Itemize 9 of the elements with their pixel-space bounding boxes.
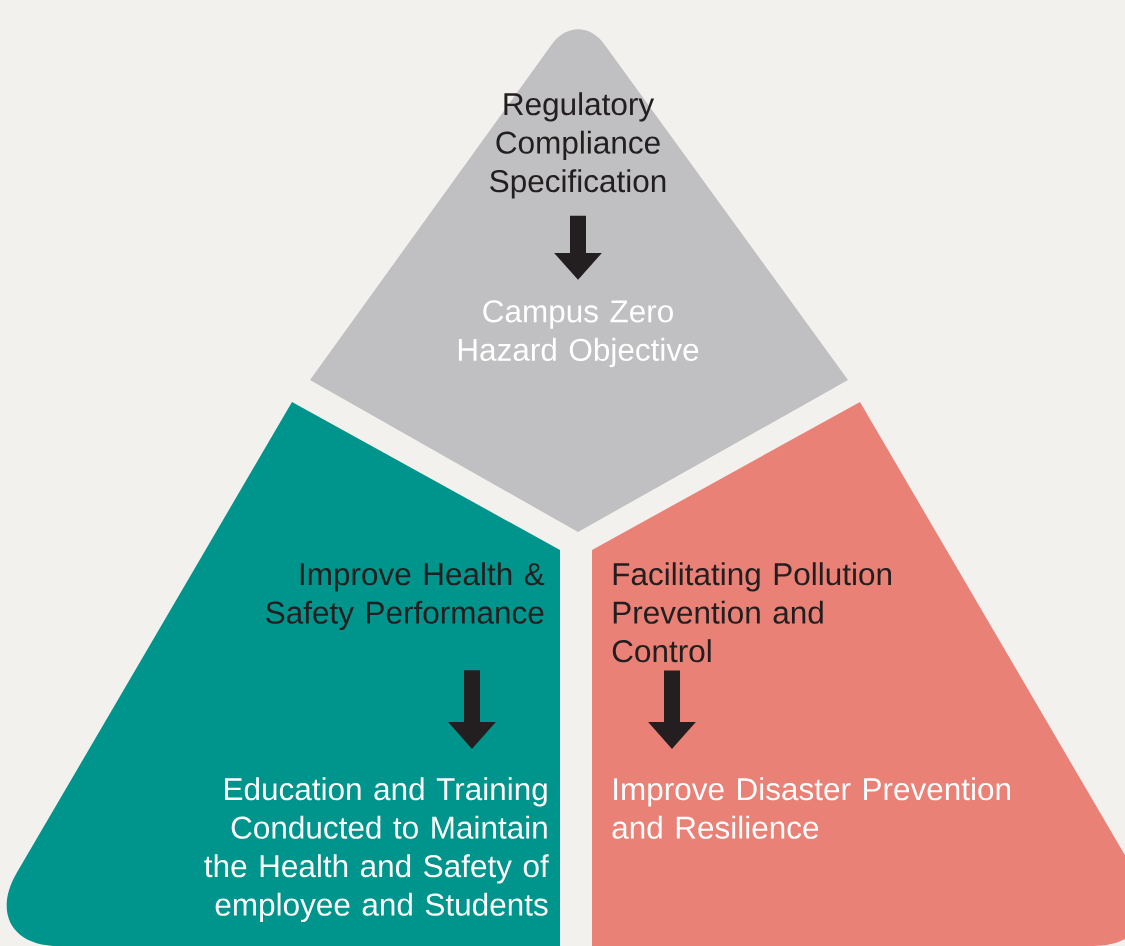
segment-shape <box>6 402 560 946</box>
label-text: Improve Health & Safety Performance <box>266 562 545 631</box>
segment-shape <box>592 402 1125 946</box>
label-text: Regulatory Compliance Specification <box>490 92 666 199</box>
label-text: Facilitating Pollution Prevention and Control <box>612 562 891 663</box>
label-text: Education and Training Conducted to Maintain the Health and Safety of employee and Students <box>204 777 549 923</box>
label-text: Campus Zero Hazard Objective <box>458 300 699 368</box>
segment-shape <box>310 29 848 532</box>
label-text: Improve Disaster Prevention and Resilience <box>612 777 1010 839</box>
